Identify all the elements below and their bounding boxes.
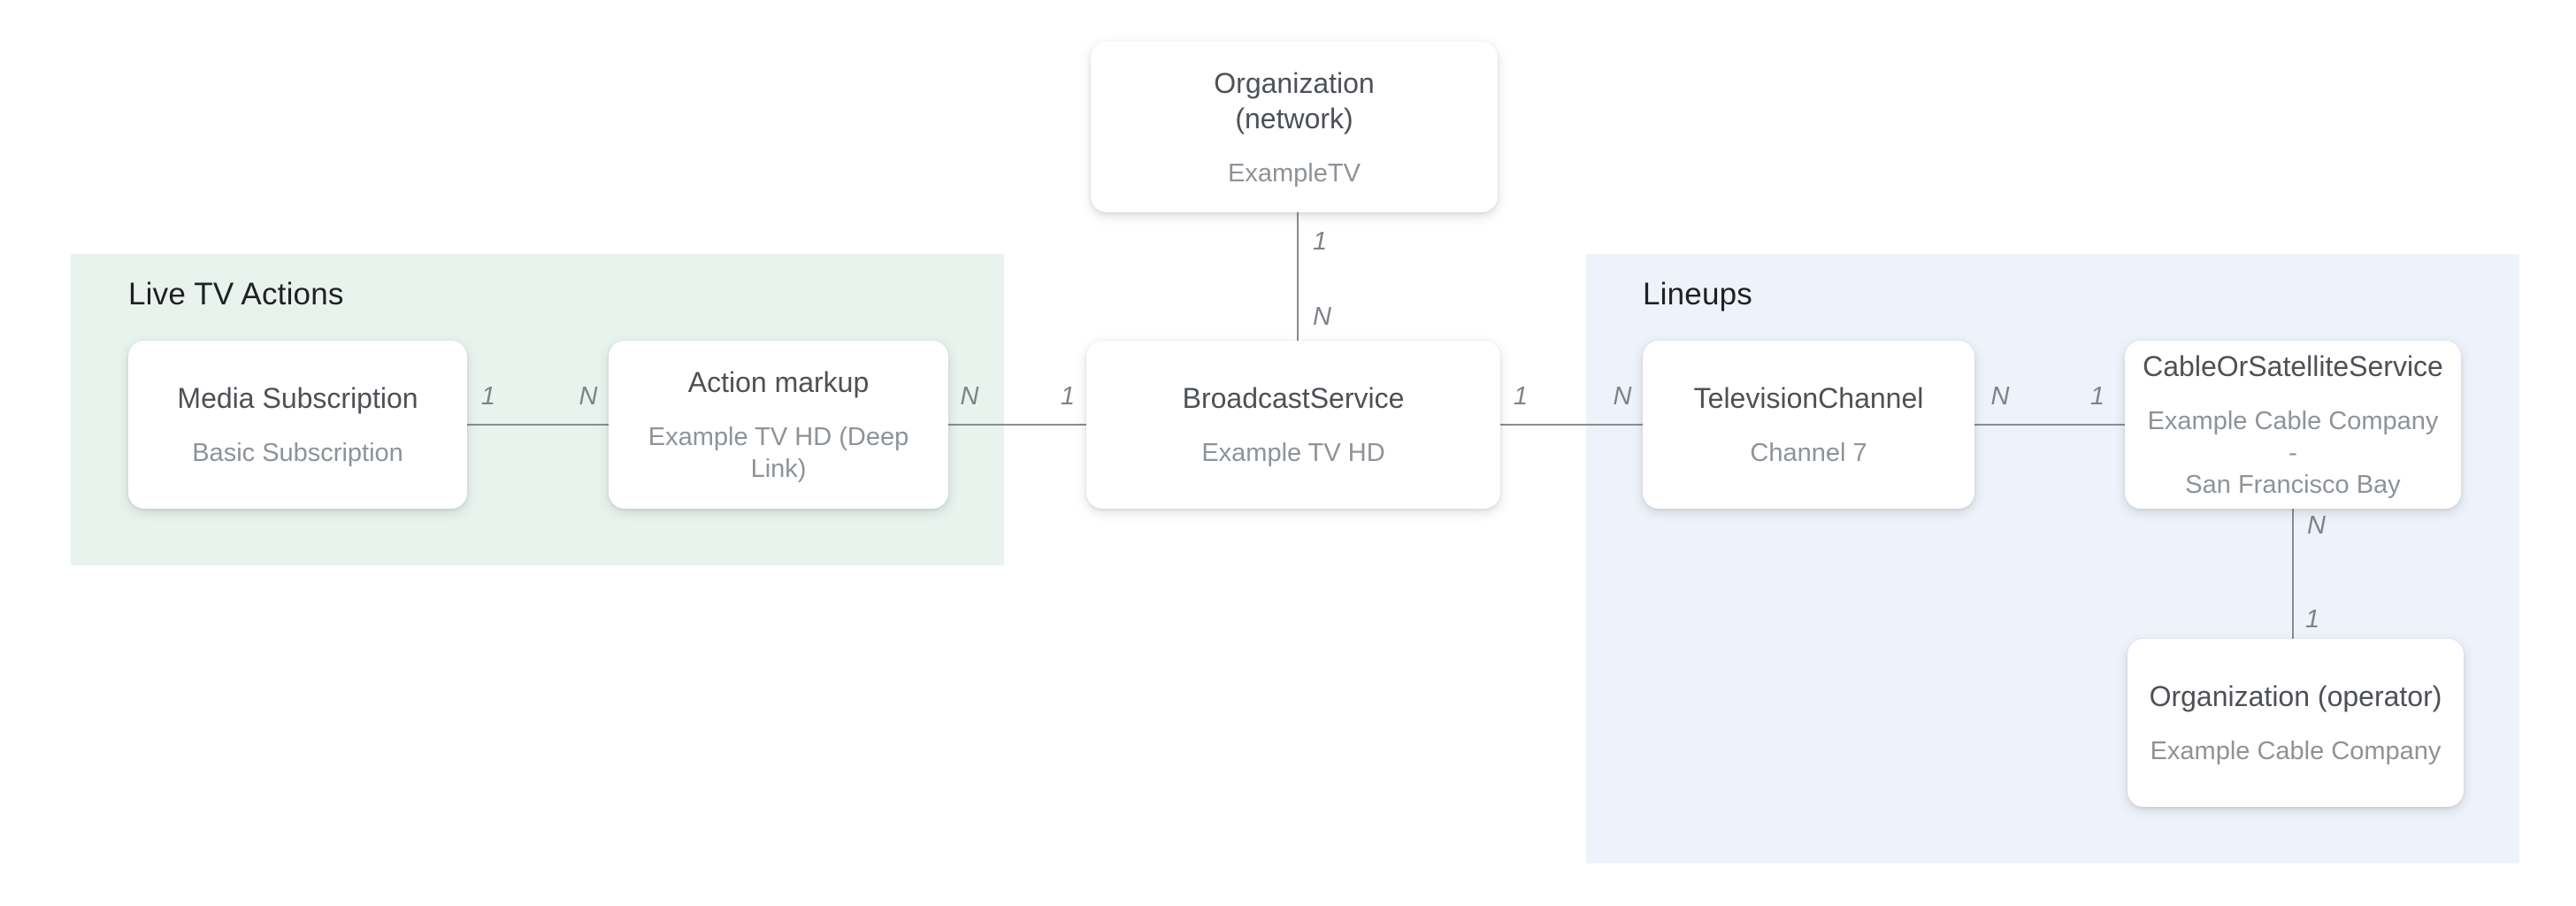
node-subtitle: Example TV HD (Deep Link) — [648, 423, 909, 483]
cardinality-operator-top: 1 — [2305, 605, 2320, 633]
node-cable-or-satellite-service: CableOrSatelliteService Example Cable Co… — [2125, 341, 2461, 509]
node-title: Organization (operator) — [2149, 680, 2442, 712]
cardinality-media-end: 1 — [480, 382, 496, 411]
connector-media-to-action — [467, 424, 609, 426]
cardinality-cable-left: 1 — [2089, 382, 2105, 411]
node-subtitle: ExampleTV — [1228, 158, 1361, 188]
section-label-live-tv-actions: Live TV Actions — [128, 277, 344, 311]
node-title: BroadcastService — [1182, 382, 1405, 414]
node-broadcast-service: BroadcastService Example TV HD — [1086, 341, 1500, 509]
node-television-channel: TelevisionChannel Channel 7 — [1643, 341, 1974, 509]
node-title: TelevisionChannel — [1693, 382, 1924, 414]
connector-channel-to-cable — [1974, 424, 2125, 426]
cardinality-channel-left: N — [1613, 382, 1632, 411]
connector-network-to-broadcast — [1297, 212, 1299, 341]
cardinality-broadcast-end: N — [1313, 303, 1331, 331]
cardinality-action-end: N — [960, 382, 979, 411]
cardinality-broadcast-right: 1 — [1513, 382, 1529, 411]
cardinality-network-end: 1 — [1313, 227, 1328, 256]
node-subtitle: Example TV HD — [1201, 439, 1385, 467]
node-subtitle: Example Cable Company - San Francisco Ba… — [2147, 407, 2439, 499]
node-title: Organization (network) — [1214, 66, 1375, 134]
connector-action-to-broadcast — [948, 424, 1086, 426]
connector-cable-to-operator — [2292, 509, 2294, 639]
node-action-markup: Action markup Example TV HD (Deep Link) — [609, 341, 948, 509]
cardinality-action-start: N — [579, 382, 598, 411]
node-subtitle: Basic Subscription — [192, 439, 403, 467]
node-title: CableOrSatelliteService — [2143, 350, 2443, 382]
cardinality-broadcast-left: 1 — [1060, 382, 1076, 411]
cardinality-channel-right: N — [1990, 382, 2010, 411]
node-organization-operator: Organization (operator) Example Cable Co… — [2128, 639, 2464, 807]
cardinality-cable-bottom: N — [2307, 511, 2326, 540]
node-title: Media Subscription — [177, 382, 418, 414]
node-media-subscription: Media Subscription Basic Subscription — [128, 341, 467, 509]
connector-broadcast-to-channel — [1500, 424, 1643, 426]
node-subtitle: Channel 7 — [1750, 439, 1867, 467]
node-subtitle: Example Cable Company — [2150, 737, 2442, 765]
section-label-lineups: Lineups — [1643, 277, 1753, 311]
node-organization-network: Organization (network) ExampleTV — [1091, 42, 1498, 212]
node-title: Action markup — [687, 366, 870, 398]
